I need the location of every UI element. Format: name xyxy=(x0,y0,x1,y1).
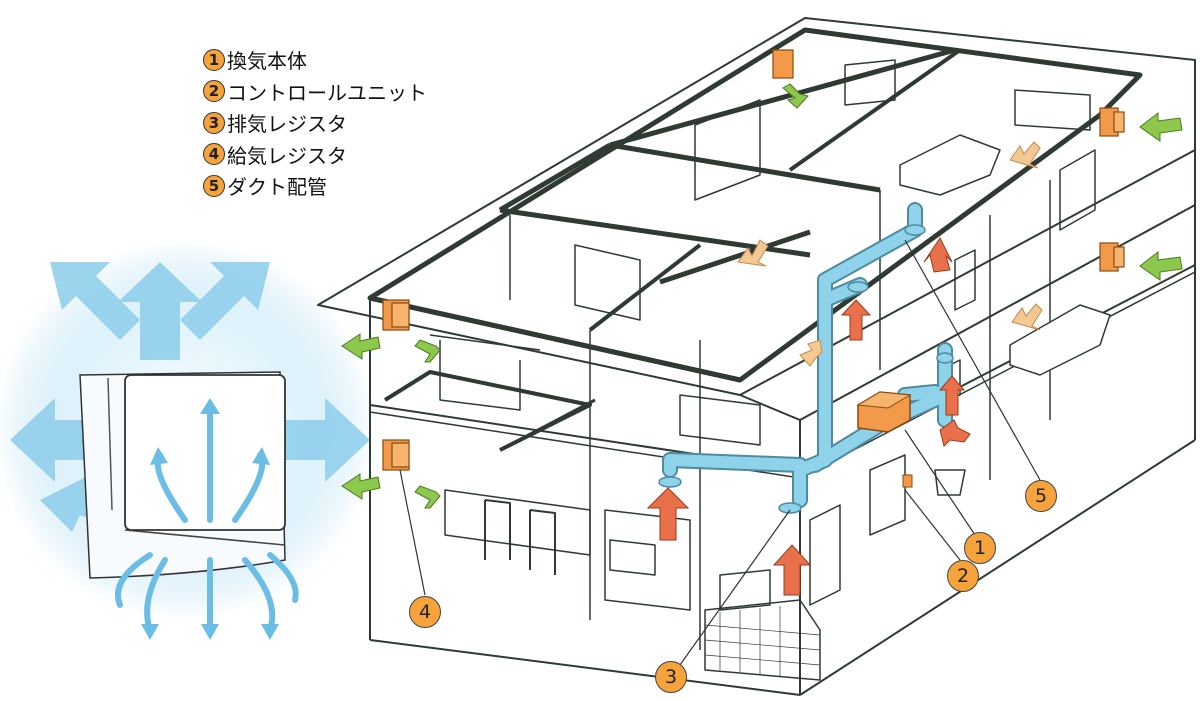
arrow-up-icon xyxy=(118,262,202,360)
legend-label: 給気レジスタ xyxy=(227,143,347,168)
legend-label: 換気本体 xyxy=(227,49,307,74)
legend-label: ダクト配管 xyxy=(227,175,327,200)
ventilation-main-body xyxy=(856,391,913,488)
arrow-left-icon xyxy=(10,398,120,482)
control-unit-box xyxy=(902,474,913,488)
arrow-upleft-icon xyxy=(50,262,140,340)
legend-label: コントロールユニット xyxy=(227,80,427,105)
supply-register xyxy=(382,439,410,471)
supply-air-arrows xyxy=(341,83,1183,509)
legend-item: 1 換気本体 xyxy=(203,44,427,76)
legend: 1 換気本体 2 コントロールユニット 3 排気レジスタ 4 給気レジスタ 5 … xyxy=(203,44,427,202)
legend-number-badge: 1 xyxy=(203,48,225,71)
legend-number-badge: 2 xyxy=(203,80,225,103)
exhaust-register xyxy=(1099,107,1125,137)
supply-register xyxy=(382,299,410,331)
house-cutaway xyxy=(317,17,1196,696)
exhaust-air-arrows xyxy=(646,141,1043,596)
legend-label: 排気レジスタ xyxy=(227,112,347,137)
arrow-upright-icon xyxy=(180,262,270,340)
legend-item: 4 給気レジスタ xyxy=(203,139,427,171)
air-registers xyxy=(382,49,1125,471)
legend-item: 3 排気レジスタ xyxy=(203,107,427,139)
exhaust-register xyxy=(1099,242,1125,272)
exhaust-register xyxy=(772,49,794,79)
legend-number-badge: 3 xyxy=(203,111,225,134)
callout-duct: 5 xyxy=(1025,480,1057,512)
callout-leaders xyxy=(399,239,1041,666)
callout-exhaust-register: 3 xyxy=(655,661,687,693)
legend-number-badge: 5 xyxy=(203,174,225,197)
legend-number-badge: 4 xyxy=(203,143,225,166)
arrow-right-icon xyxy=(260,398,370,482)
legend-item: 5 ダクト配管 xyxy=(203,170,427,202)
callout-main-body: 1 xyxy=(964,532,996,564)
duct-piping xyxy=(658,202,954,514)
bath-tiles xyxy=(704,604,821,678)
callout-supply-register: 4 xyxy=(409,596,441,628)
air-diffusion-illustration xyxy=(0,240,375,640)
callout-control-unit: 2 xyxy=(947,560,979,592)
legend-item: 2 コントロールユニット xyxy=(203,76,427,108)
